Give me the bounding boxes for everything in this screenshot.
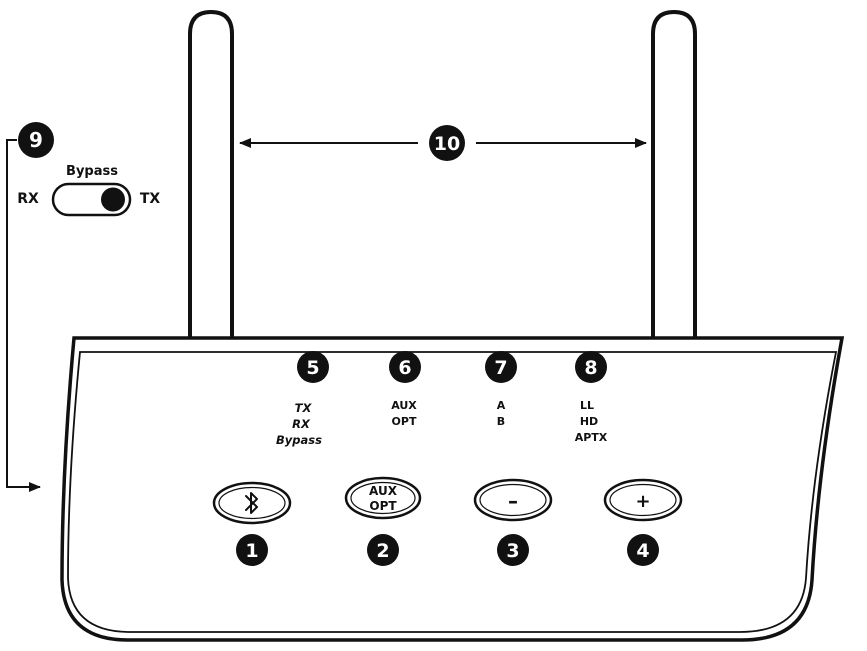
bluetooth-icon (245, 492, 258, 514)
plus-button[interactable]: + (603, 478, 683, 522)
codec-indicator-labels: LL HD APTX (575, 399, 608, 444)
right-antenna (651, 9, 697, 338)
switch-knob[interactable] (101, 187, 125, 212)
callout-8: 8 (575, 351, 607, 383)
switch-label-tx: TX (140, 191, 161, 207)
callout-9: 9 (18, 122, 54, 158)
indicator-opt: OPT (392, 415, 417, 428)
bluetooth-button[interactable] (212, 481, 292, 525)
callout-5: 5 (297, 351, 329, 383)
svg-text:9: 9 (29, 128, 43, 152)
switch-label-rx: RX (17, 191, 39, 207)
indicator-rx: RX (292, 417, 311, 431)
svg-text:8: 8 (584, 357, 597, 379)
indicator-bypass: Bypass (276, 433, 322, 447)
callout-3: 3 (497, 534, 529, 566)
switch-pointer-arrow (6, 139, 41, 492)
svg-text:6: 6 (398, 357, 411, 379)
indicator-tx: TX (295, 401, 313, 415)
callout-1: 1 (236, 534, 268, 566)
left-antenna (188, 9, 234, 338)
indicator-b: B (497, 415, 505, 428)
svg-text:10: 10 (434, 133, 460, 155)
svg-text:1: 1 (245, 540, 258, 562)
device-body (60, 336, 845, 642)
source-button[interactable]: AUX OPT (344, 476, 422, 520)
indicator-aptx: APTX (575, 431, 608, 444)
svg-text:4: 4 (636, 540, 649, 562)
indicator-ll: LL (580, 399, 594, 412)
minus-button[interactable]: – (473, 478, 553, 522)
indicator-a: A (497, 399, 506, 412)
svg-text:5: 5 (306, 357, 319, 379)
source-button-label-aux: AUX (369, 484, 398, 498)
callout-7: 7 (485, 351, 517, 383)
callout-10: 10 (429, 125, 465, 161)
indicator-hd: HD (580, 415, 598, 428)
plus-icon: + (635, 491, 650, 512)
switch-label-bypass: Bypass (66, 164, 118, 179)
source-button-label-opt: OPT (369, 499, 397, 513)
callout-4: 4 (627, 534, 659, 566)
svg-text:2: 2 (376, 540, 389, 562)
indicator-aux: AUX (391, 399, 417, 412)
source-indicator-labels: AUX OPT (391, 399, 417, 428)
svg-text:7: 7 (494, 357, 507, 379)
mode-indicator-labels: TX RX Bypass (276, 401, 322, 447)
mode-switch[interactable]: Bypass RX TX (17, 164, 161, 217)
callout-2: 2 (367, 534, 399, 566)
svg-text:3: 3 (506, 540, 519, 562)
minus-icon: – (508, 489, 518, 513)
channel-indicator-labels: A B (497, 399, 506, 428)
callout-6: 6 (389, 351, 421, 383)
